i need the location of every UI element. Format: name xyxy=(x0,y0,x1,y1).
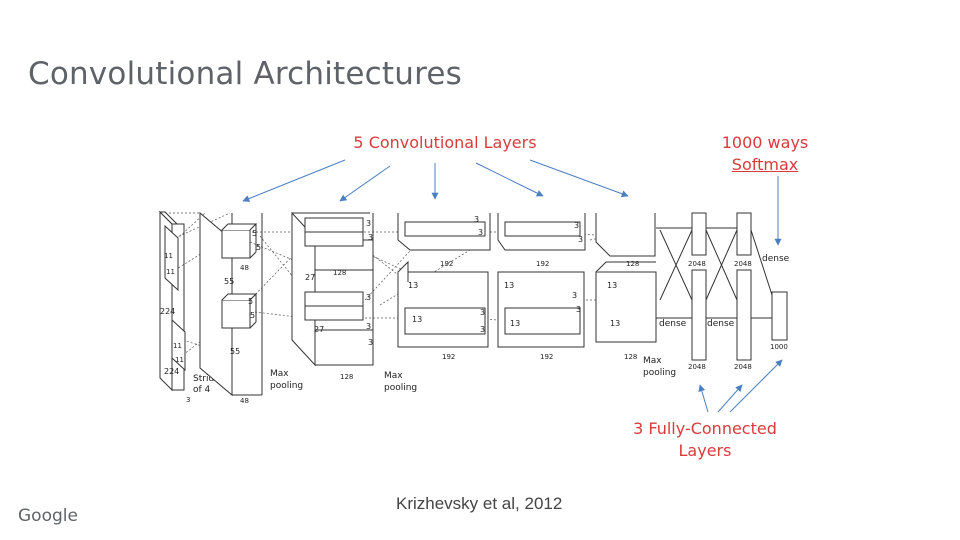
conv4-size-2: 13 xyxy=(510,319,520,328)
conv3-volume xyxy=(397,213,491,348)
conv4-kernel-3: 3 xyxy=(572,291,577,300)
conv4-size-1: 13 xyxy=(504,281,514,290)
input-kernel-2: 11 xyxy=(166,268,175,276)
conv1-depth-bottom: 48 xyxy=(240,397,249,405)
conv2-size-2: 27 xyxy=(314,325,324,334)
conv1-kernel-2: 5 xyxy=(256,243,261,252)
conv5-depth-2: 128 xyxy=(624,353,637,361)
conv4-kernel-4: 3 xyxy=(576,305,581,314)
conv1-depth-top: 48 xyxy=(240,264,249,272)
conv3-kernel-4: 3 xyxy=(480,325,485,334)
conv5-size: 13 xyxy=(607,281,617,290)
conv1-volume xyxy=(199,211,263,397)
conv2-kernel-1: 3 xyxy=(366,219,371,228)
fc-layers-annotation: 3 Fully-Connected Layers xyxy=(610,418,800,462)
arrow-fc8 xyxy=(729,359,783,413)
conv3-size-1: 13 xyxy=(408,281,418,290)
input-kernel-1: 11 xyxy=(164,252,173,260)
fully-connected-layers xyxy=(656,212,788,361)
pool1-label-1: Max xyxy=(270,369,289,379)
conv2-kernel-2: 3 xyxy=(368,233,373,242)
conv2-depth-2: 128 xyxy=(340,373,353,381)
fc-annotation-line2: Layers xyxy=(678,441,732,460)
conv2-kernel-4: 3 xyxy=(366,322,371,331)
conv4-depth-2: 192 xyxy=(540,353,553,361)
conv4-kernel-2: 3 xyxy=(578,235,583,244)
pool2-label-2: pooling xyxy=(384,383,417,393)
conv1-kernel-3: 5 xyxy=(248,297,253,306)
dense-label-1: dense xyxy=(659,319,687,329)
conv3-depth-1: 192 xyxy=(440,260,453,268)
conv2-size-1: 27 xyxy=(305,273,315,282)
conv2-volume xyxy=(291,211,374,367)
stride-label-2: of 4 xyxy=(193,385,211,395)
conv5-depth-1: 128 xyxy=(626,260,639,268)
fc6-top-label: 2048 xyxy=(688,260,706,268)
citation: Krizhevsky et al, 2012 xyxy=(396,494,563,513)
conv3-size-2: 13 xyxy=(412,315,422,324)
conv3-depth-2: 192 xyxy=(442,353,455,361)
arrow-conv2 xyxy=(339,165,391,202)
softmax-annotation-line2: Softmax xyxy=(731,155,799,174)
conv2-depth-1: 128 xyxy=(333,269,346,277)
input-volume xyxy=(158,210,186,392)
conv5-volume xyxy=(595,213,657,343)
arrow-conv1 xyxy=(242,159,346,202)
fc7-bottom-label: 2048 xyxy=(734,363,752,371)
pool3-label-2: pooling xyxy=(643,368,676,378)
conv-layers-annotation: 5 Convolutional Layers xyxy=(353,133,537,152)
conv3-kernel-1: 3 xyxy=(474,215,479,224)
pool1-label-2: pooling xyxy=(270,381,303,391)
input-kernel-3: 11 xyxy=(173,342,182,350)
dense-label-2: dense xyxy=(707,319,735,329)
slide-title: Convolutional Architectures xyxy=(28,56,463,92)
conv4-depth-1: 192 xyxy=(536,260,549,268)
pool3-label-1: Max xyxy=(643,356,662,366)
arrow-fc7 xyxy=(717,384,743,413)
google-logo: Google xyxy=(18,506,78,526)
arrow-conv5 xyxy=(529,159,629,198)
output-label: 1000 xyxy=(770,343,788,351)
conv1-size-1: 55 xyxy=(224,277,234,286)
softmax-annotation-line1: 1000 ways xyxy=(721,133,809,152)
conv3-kernel-2: 3 xyxy=(478,228,483,237)
softmax-annotation: 1000 ways Softmax xyxy=(700,132,830,176)
input-depth: 3 xyxy=(186,396,190,404)
input-kernel-4: 11 xyxy=(175,356,184,364)
conv1-kernel-1: 5 xyxy=(252,229,257,238)
conv1-kernel-4: 5 xyxy=(250,311,255,320)
conv3-kernel-3: 3 xyxy=(480,308,485,317)
annotation-arrows xyxy=(242,159,783,413)
conv2-kernel-5: 3 xyxy=(368,338,373,347)
stride-label-1: Stride xyxy=(193,374,220,384)
fc-annotation-line1: 3 Fully-Connected xyxy=(633,419,777,438)
conv4-volume xyxy=(497,213,586,348)
fc6-bottom-label: 2048 xyxy=(688,363,706,371)
fc7-top-label: 2048 xyxy=(734,260,752,268)
dense-label-3: dense xyxy=(762,254,790,264)
pool2-label-1: Max xyxy=(384,371,403,381)
input-size-b: 224 xyxy=(164,367,179,376)
arrow-fc6 xyxy=(698,384,709,413)
conv1-size-2: 55 xyxy=(230,347,240,356)
arrow-conv4 xyxy=(475,162,544,197)
conv2-kernel-3: 3 xyxy=(366,293,371,302)
conv4-kernel-1: 3 xyxy=(574,221,579,230)
conv5-size-2: 13 xyxy=(610,319,620,328)
input-size-a: 224 xyxy=(160,307,175,316)
